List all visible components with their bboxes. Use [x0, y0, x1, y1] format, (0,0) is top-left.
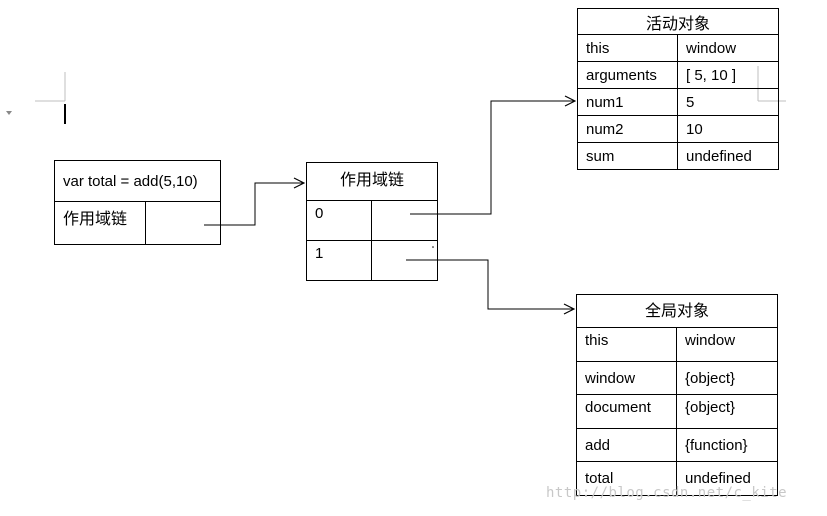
scope-chain-pointer: [370, 200, 439, 241]
activation-value: [ 5, 10 ]: [676, 61, 780, 89]
global-row: total undefined: [576, 461, 779, 496]
global-value: {object}: [675, 361, 779, 395]
global-object-title: 全局对象: [575, 294, 779, 328]
global-key: this: [576, 327, 677, 362]
activation-key: sum: [577, 142, 678, 170]
scope-chain-row: 0: [306, 200, 439, 241]
global-key: document: [576, 394, 677, 429]
activation-row: num1 5: [577, 88, 780, 116]
global-object-box: 全局对象 this window window {object} documen…: [575, 294, 779, 496]
global-row: add {function}: [576, 428, 779, 462]
global-value: window: [675, 327, 779, 362]
scope-chain-index: 0: [306, 200, 372, 241]
global-row: this window: [576, 327, 779, 362]
text-cursor: [64, 104, 66, 124]
activation-key: this: [577, 34, 678, 62]
activation-object-box: 活动对象 this window arguments [ 5, 10 ] num…: [576, 8, 780, 170]
activation-row: num2 10: [577, 115, 780, 143]
activation-row: arguments [ 5, 10 ]: [577, 61, 780, 89]
global-row: document {object}: [576, 394, 779, 429]
caller-box: var total = add(5,10) 作用域链: [53, 160, 222, 245]
activation-object-title: 活动对象: [576, 8, 780, 35]
activation-key: num2: [577, 115, 678, 143]
activation-value: undefined: [676, 142, 780, 170]
activation-key: arguments: [577, 61, 678, 89]
activation-value: window: [676, 34, 780, 62]
scope-chain-title: 作用域链: [305, 162, 439, 201]
global-key: add: [576, 428, 677, 462]
global-value: {object}: [675, 394, 779, 429]
scope-chain-row: 1: [306, 240, 439, 281]
watermark: http://blog.csdn.net/c_kite: [546, 485, 788, 501]
global-key: total: [576, 461, 677, 496]
global-value: {function}: [675, 428, 779, 462]
caller-scope-label: 作用域链: [54, 201, 146, 245]
activation-key: num1: [577, 88, 678, 116]
global-value: undefined: [675, 461, 779, 496]
activation-value: 10: [676, 115, 780, 143]
global-row: window {object}: [576, 361, 779, 395]
scope-chain-index: 1: [306, 240, 372, 281]
activation-row: sum undefined: [577, 142, 780, 170]
margin-arrow-icon: [6, 111, 12, 115]
scope-chain-box: 作用域链 0 1: [305, 162, 439, 281]
activation-row: this window: [577, 34, 780, 62]
global-key: window: [576, 361, 677, 395]
activation-value: 5: [676, 88, 780, 116]
caller-statement: var total = add(5,10): [53, 160, 222, 202]
scope-chain-pointer: [370, 240, 439, 281]
caller-scope-pointer: [144, 201, 222, 245]
